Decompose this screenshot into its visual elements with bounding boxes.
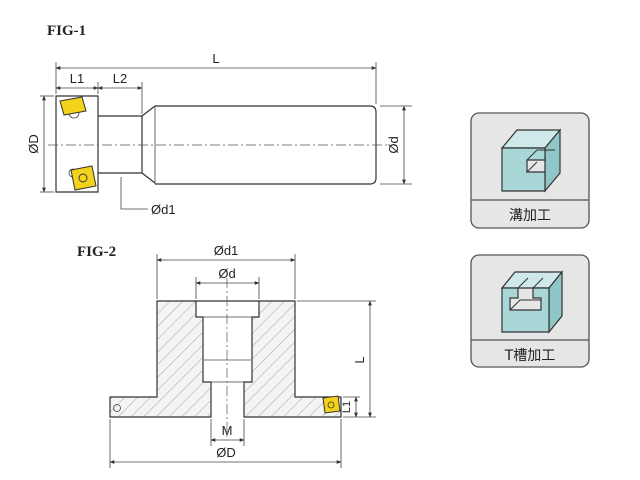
t-slot-machining-icon [500, 270, 564, 334]
fig1-label-d-shank: Ød [386, 136, 401, 153]
fig1-label-l: L [212, 51, 219, 66]
fig2-title: FIG-2 [77, 244, 116, 260]
icon-caption-t-slot: T槽加工 [504, 348, 556, 364]
fig2-section-body [109, 300, 342, 418]
fig1-title: FIG-1 [47, 23, 86, 39]
fig1-label-d-outer: ØD [26, 134, 41, 154]
fig2-label-d-outer: ØD [216, 445, 236, 460]
fig2-label-l1: L1 [341, 401, 353, 413]
fig2-label-l: L [352, 356, 367, 363]
fig1-insert-top [59, 96, 87, 116]
fig1-label-l2: L2 [113, 71, 127, 86]
fig1: FIG-1 L L1 [26, 23, 412, 217]
icon-panel-slot: 溝加工 [470, 112, 590, 229]
fig2-insert [322, 395, 341, 414]
fig1-label-d1: Ød1 [151, 202, 176, 217]
fig1-tool-outline [55, 95, 377, 193]
fig2-label-m: M [222, 423, 233, 438]
slot-machining-icon [500, 128, 562, 193]
fig1-d1-leader [120, 177, 148, 210]
fig1-insert-bottom [70, 165, 97, 191]
fig2: FIG-2 Ød1 Ød L L1 [77, 243, 376, 468]
fig2-label-d1: Ød1 [214, 243, 239, 258]
icon-panel-t-slot: T槽加工 [470, 254, 590, 368]
icon-caption-slot: 溝加工 [509, 208, 551, 224]
fig1-label-l1: L1 [70, 71, 84, 86]
fig2-label-d: Ød [218, 266, 235, 281]
